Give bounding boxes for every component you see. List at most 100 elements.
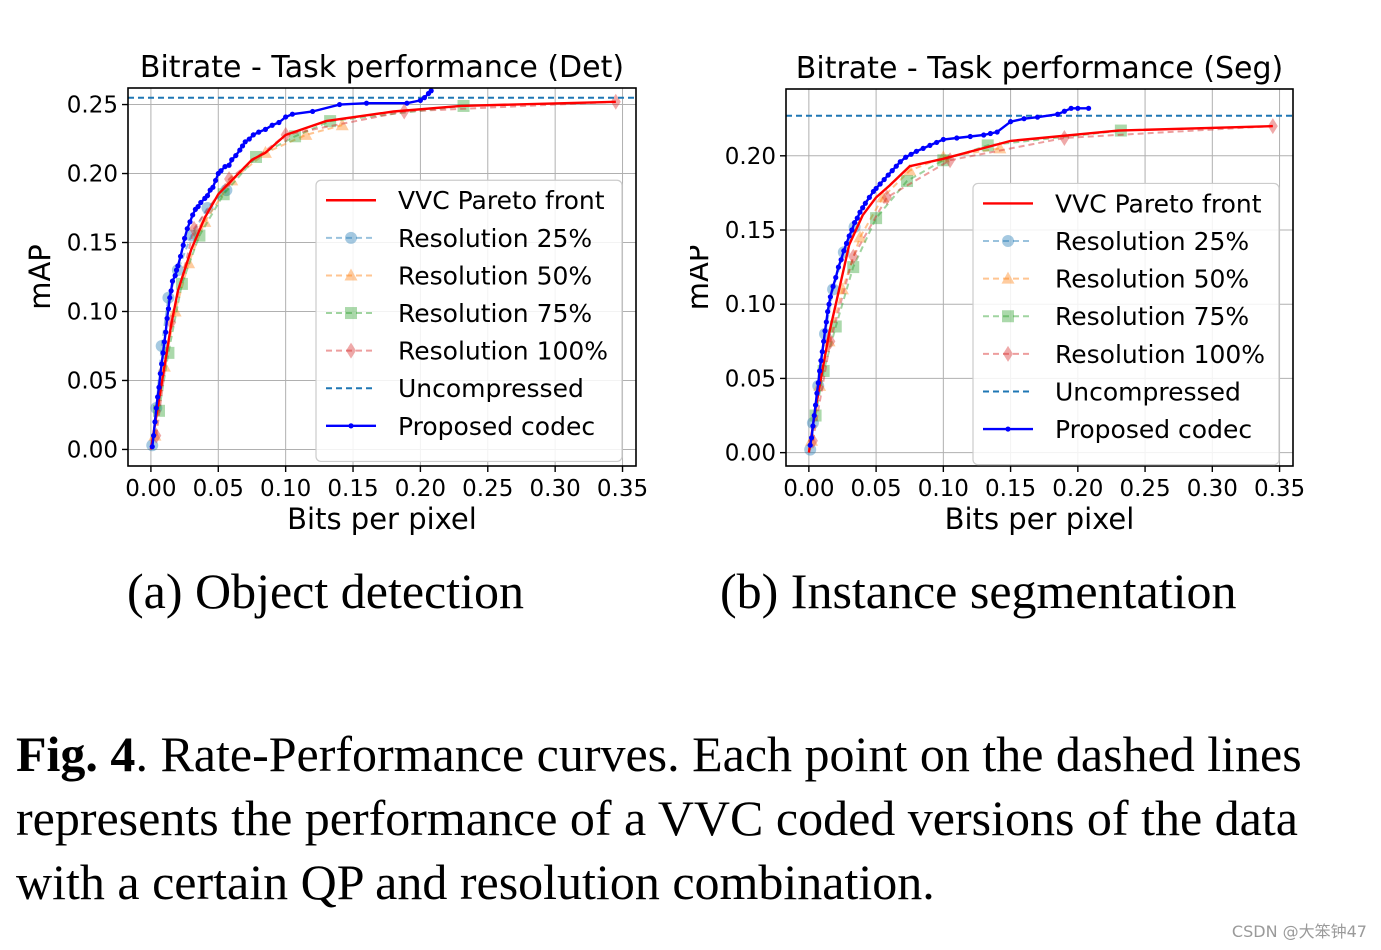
caption-label: Fig. 4 <box>16 726 136 782</box>
plot-area <box>128 88 636 452</box>
legend-item: Uncompressed <box>983 377 1241 406</box>
x-tick-label: 0.00 <box>783 476 834 502</box>
x-tick-label: 0.05 <box>193 476 244 502</box>
data-point <box>198 199 204 206</box>
y-tick-label: 0.10 <box>67 299 118 325</box>
legend-marker <box>1002 235 1014 248</box>
data-point <box>881 189 892 206</box>
data-point <box>212 177 219 184</box>
legend-label: Resolution 50% <box>398 261 592 290</box>
data-point <box>903 163 917 176</box>
data-point <box>195 204 201 210</box>
data-point <box>862 200 868 206</box>
data-point <box>204 193 211 199</box>
y-tick-label: 0.25 <box>67 93 118 119</box>
legend-item: Resolution 25% <box>983 227 1249 256</box>
legend-item: Resolution 75% <box>983 302 1249 331</box>
data-point <box>857 209 863 215</box>
series-line <box>149 100 616 450</box>
legend-marker <box>348 423 354 429</box>
legend-item: Resolution 75% <box>326 299 592 328</box>
data-point <box>152 419 158 425</box>
x-tick-label: 0.00 <box>125 476 176 502</box>
data-point <box>250 132 256 138</box>
data-point <box>1021 116 1027 122</box>
series-resolution-100- <box>807 118 1278 449</box>
data-point <box>190 212 196 218</box>
data-point <box>185 229 198 242</box>
data-point <box>877 181 883 187</box>
legend-marker <box>346 342 356 359</box>
data-point <box>893 163 899 169</box>
data-point <box>1061 108 1067 114</box>
data-point <box>830 283 836 290</box>
legend-label: Proposed codec <box>398 412 595 441</box>
data-point <box>187 219 193 225</box>
legend-label: Resolution 50% <box>1055 265 1249 294</box>
x-tick-label: 0.30 <box>530 476 581 502</box>
data-point <box>175 263 181 269</box>
data-point <box>808 435 815 441</box>
chart-title: Bitrate - Task performance (Seg) <box>796 51 1283 86</box>
data-point <box>967 133 973 140</box>
data-point <box>807 442 813 448</box>
data-point <box>1034 114 1041 120</box>
data-point <box>229 157 235 163</box>
y-tick-label: 0.20 <box>67 162 118 188</box>
data-point <box>908 151 914 157</box>
y-tick-label: 0.20 <box>725 144 776 170</box>
y-tick-label: 0.15 <box>67 231 118 257</box>
data-point <box>428 88 434 94</box>
legend-marker <box>1002 310 1014 323</box>
data-point <box>233 152 239 159</box>
data-point <box>172 273 178 279</box>
series-line <box>153 124 343 436</box>
data-point <box>881 176 887 183</box>
data-point <box>276 119 282 126</box>
data-point <box>901 175 914 188</box>
data-point <box>1075 105 1081 111</box>
data-point <box>934 139 940 146</box>
data-point <box>224 171 235 188</box>
legend-item: Proposed codec <box>326 412 595 441</box>
y-tick-label: 0.00 <box>725 441 776 467</box>
data-point <box>159 361 165 367</box>
data-point <box>815 380 821 386</box>
legend-item: Resolution 100% <box>983 340 1265 369</box>
y-tick-label: 0.00 <box>67 437 118 463</box>
x-tick-label: 0.10 <box>260 476 311 502</box>
data-point <box>262 126 269 132</box>
x-tick-label: 0.35 <box>1254 476 1305 502</box>
data-point <box>421 95 428 101</box>
series-vvc-pareto-front <box>807 124 1273 453</box>
legend-label: Resolution 75% <box>398 299 592 328</box>
legend-label: Resolution 75% <box>1055 302 1249 331</box>
legend-marker <box>1003 345 1013 362</box>
legend-item: Uncompressed <box>326 374 584 403</box>
data-point <box>239 143 246 149</box>
legend-label: Resolution 100% <box>1055 340 1265 369</box>
data-point <box>1085 105 1092 111</box>
data-point <box>168 288 174 294</box>
data-point <box>822 328 828 334</box>
plot-frame <box>127 87 637 467</box>
data-point <box>810 423 816 429</box>
data-point <box>336 101 343 108</box>
data-point <box>299 127 313 140</box>
x-tick-label: 0.25 <box>462 476 513 502</box>
data-point <box>812 402 819 408</box>
data-point <box>242 139 248 145</box>
legend-item: Resolution 50% <box>326 261 592 290</box>
legend-marker <box>1005 426 1011 432</box>
y-tick-label: 0.05 <box>67 368 118 394</box>
data-point <box>404 100 410 106</box>
data-point <box>897 159 903 165</box>
figure-caption: Fig. 4. Rate-Performance curves. Each po… <box>16 722 1356 914</box>
data-point <box>833 274 839 281</box>
data-point <box>927 142 933 149</box>
x-tick-label: 0.35 <box>597 476 648 502</box>
legend-item: Proposed codec <box>983 415 1252 444</box>
plot-frame <box>785 88 1294 467</box>
